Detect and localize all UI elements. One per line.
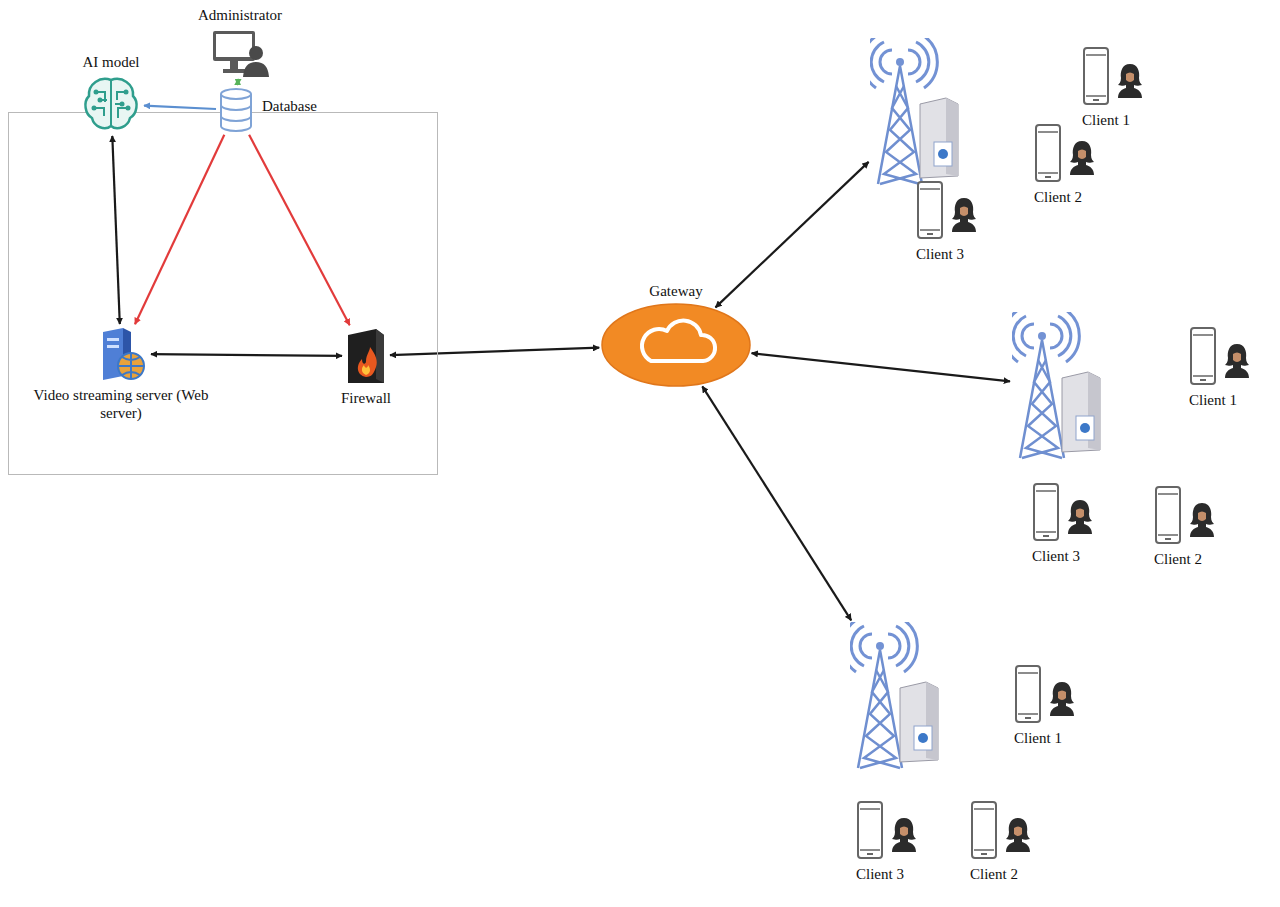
cell-tower-icon — [1012, 312, 1112, 462]
node-label: AI model — [66, 53, 156, 71]
node-label: Client 2 — [1030, 188, 1110, 206]
connector-arrow — [390, 348, 599, 355]
node-label: Firewall — [326, 389, 406, 407]
node-label: Client 1 — [1185, 391, 1265, 409]
connector-arrow — [237, 79, 240, 85]
connector-arrow — [112, 136, 120, 324]
base-station-cluster: Client 1 Client 3 Client 2 — [1000, 308, 1275, 593]
cell-tower-icon — [870, 38, 970, 188]
node-label: Client 3 — [912, 245, 992, 263]
client-device: Client 3 — [852, 800, 932, 883]
client-device: Client 1 — [1185, 326, 1265, 409]
client-device: Client 1 — [1078, 46, 1158, 129]
node-label: Gateway — [598, 282, 754, 300]
cell-tower-icon — [850, 622, 950, 772]
client-device: Client 2 — [1150, 485, 1230, 568]
node-label: Video streaming server (Web server) — [26, 386, 216, 422]
server-icon — [93, 326, 149, 382]
phone-user-icon — [1010, 664, 1080, 726]
connector-arrow — [249, 135, 350, 325]
gateway-cloud: Gateway — [598, 282, 754, 387]
brain-icon — [80, 74, 142, 134]
node-label: Client 2 — [966, 865, 1046, 883]
firewall-icon — [344, 327, 388, 385]
database-icon — [218, 87, 254, 133]
phone-user-icon — [912, 180, 982, 242]
phone-user-icon — [1185, 326, 1255, 388]
phone-user-icon — [852, 800, 922, 862]
node-label: Client 2 — [1150, 550, 1230, 568]
database-node: Database — [218, 87, 328, 133]
phone-user-icon — [1030, 123, 1100, 185]
cloud-ellipse — [601, 303, 751, 387]
phone-user-icon — [1150, 485, 1220, 547]
node-label: Database — [262, 97, 317, 115]
ai-model-node: AI model — [66, 53, 156, 134]
phone-user-icon — [1028, 482, 1098, 544]
firewall-node: Firewall — [326, 327, 406, 407]
connector-arrow — [752, 353, 1010, 381]
phone-user-icon — [1078, 46, 1148, 108]
node-label: Client 1 — [1078, 111, 1158, 129]
node-label: Client 3 — [852, 865, 932, 883]
server-group-box: AI modelDatabaseVideo streaming server (… — [8, 112, 438, 475]
connector-arrow — [716, 162, 869, 308]
connector-arrow — [144, 106, 216, 109]
connector-arrow — [702, 386, 851, 620]
base-station-cluster: Client 1 Client 3 Client 2 — [840, 618, 1100, 905]
base-station-cluster: Client 1 Client 2 Client 3 — [860, 35, 1165, 285]
client-device: Client 2 — [1030, 123, 1110, 206]
client-device: Client 2 — [966, 800, 1046, 883]
administrator-node: Administrator — [185, 6, 295, 77]
client-device: Client 3 — [912, 180, 992, 263]
client-device: Client 3 — [1028, 482, 1108, 565]
client-device: Client 1 — [1010, 664, 1090, 747]
connector-arrow — [151, 354, 342, 356]
admin-icon — [209, 27, 271, 77]
web-server-node: Video streaming server (Web server) — [26, 326, 216, 422]
connector-arrow — [135, 135, 224, 324]
phone-user-icon — [966, 800, 1036, 862]
node-label: Administrator — [185, 6, 295, 24]
node-label: Client 1 — [1010, 729, 1090, 747]
node-label: Client 3 — [1028, 547, 1108, 565]
